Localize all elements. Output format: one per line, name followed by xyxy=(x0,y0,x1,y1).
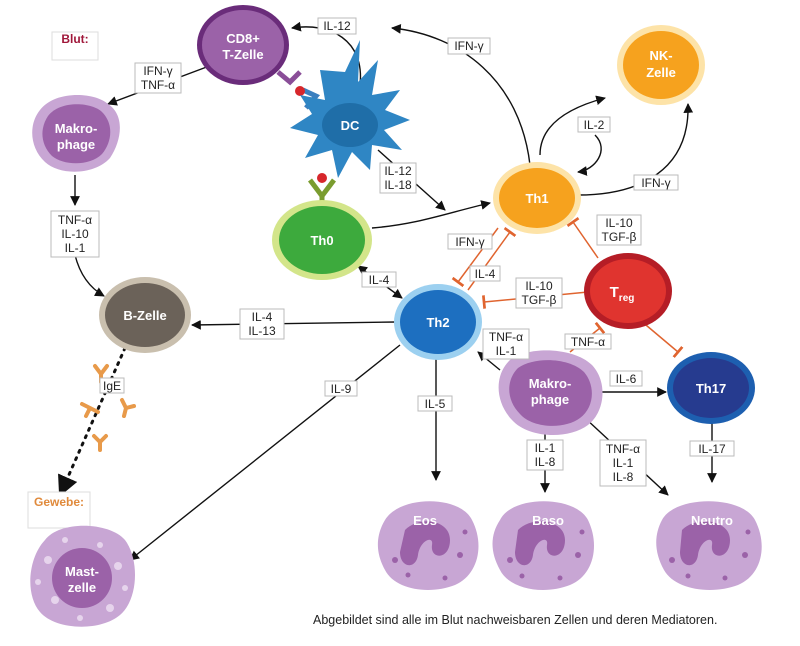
mediator-il4-th2-b: IL-4 xyxy=(252,310,273,324)
mediator-il13-th2-b: IL-13 xyxy=(248,324,276,338)
mediator-labels: IL-12 IFN-γ IFN-γ TNF-α TNF-α IL-10 IL-1… xyxy=(50,17,735,487)
b-cell-label: B-Zelle xyxy=(123,308,166,323)
mediator-il1-mac-baso: IL-1 xyxy=(535,441,556,455)
arrow-th2-to-bcell xyxy=(191,319,397,330)
mediator-tnfa-mac-b: TNF-α xyxy=(58,213,92,227)
mediator-tgfb-treg-th2: TGF-β xyxy=(522,293,557,307)
mediator-tnfa-mac-th2: TNF-α xyxy=(489,330,523,344)
treg-label-main: T xyxy=(610,284,619,301)
mediator-ige: IgE xyxy=(103,379,121,393)
macrophage-bottom-label-line1: Makro- xyxy=(529,376,572,391)
macrophage-top-label-line2: phage xyxy=(57,137,95,152)
th2-label: Th2 xyxy=(426,315,449,330)
cd8-label-line1: CD8+ xyxy=(226,31,260,46)
th0-cell: Th0 xyxy=(272,200,372,280)
nk-label-line1: NK- xyxy=(649,48,672,63)
treg-label-sub: reg xyxy=(619,293,635,304)
macrophage-top: Makro- phage xyxy=(32,94,120,172)
blood-section-label: Blut: xyxy=(61,32,88,46)
mediator-il12-dc-th1: IL-12 xyxy=(384,164,412,178)
mediator-il10-treg-th2: IL-10 xyxy=(525,279,553,293)
arrow-mac-to-th2 xyxy=(477,351,501,371)
mediator-il6: IL-6 xyxy=(616,372,637,386)
arrow-dc-to-cd8 xyxy=(291,21,362,86)
th17-cell: Th17 xyxy=(667,352,755,424)
treg-cell: Treg xyxy=(584,253,672,329)
ige-antibody-icons xyxy=(80,364,136,452)
dc-label: DC xyxy=(341,118,360,133)
basophil-cell: Baso xyxy=(492,501,594,590)
inhibit-treg-to-th1 xyxy=(566,217,599,259)
mediator-tgfb-treg-th1: TGF-β xyxy=(602,230,637,244)
treg-label: Treg xyxy=(610,284,635,304)
tissue-section-label: Gewebe: xyxy=(34,495,84,509)
mediator-il4-th0-th2: IL-4 xyxy=(369,273,390,287)
eosinophil-cell: Eos xyxy=(377,501,479,590)
macrophage-top-label-line1: Makro- xyxy=(55,121,98,136)
arrow-th0-to-th1 xyxy=(371,200,491,229)
nk-cell: NK- Zelle xyxy=(617,25,705,105)
mediator-il12-top: IL-12 xyxy=(323,19,351,33)
mediator-il1-mac-neutro: IL-1 xyxy=(613,456,634,470)
nk-label-line2: Zelle xyxy=(646,65,676,80)
th17-label: Th17 xyxy=(696,381,726,396)
mediator-il18-dc-th1: IL-18 xyxy=(384,178,412,192)
arrow-bcell-to-mast xyxy=(58,346,127,497)
mediator-il2: IL-2 xyxy=(584,118,605,132)
mediator-ifng-cd8-mac: IFN-γ xyxy=(143,64,172,78)
mediator-tnfa-mac-neutro: TNF-α xyxy=(606,442,640,456)
cd8-t-cell: CD8+ T-Zelle xyxy=(197,5,289,85)
mediator-ifng-th1-th2: IFN-γ xyxy=(455,235,484,249)
mediator-il9: IL-9 xyxy=(331,382,352,396)
eos-label: Eos xyxy=(413,513,437,528)
mast-cell: Mast- zelle xyxy=(30,525,136,627)
macrophage-bottom-label-line2: phage xyxy=(531,392,569,407)
th1-cell: Th1 xyxy=(493,162,581,234)
neutro-label: Neutro xyxy=(691,513,733,528)
arrow-th2-to-mast xyxy=(129,344,401,561)
b-cell: B-Zelle xyxy=(99,277,191,353)
th1-label: Th1 xyxy=(525,191,548,206)
mediator-il1-mac-b: IL-1 xyxy=(65,241,86,255)
neutrophil-cell: Neutro xyxy=(656,501,762,590)
mediator-il10-mac-b: IL-10 xyxy=(61,227,89,241)
th2-cell: Th2 xyxy=(394,284,482,360)
th0-label: Th0 xyxy=(310,233,333,248)
arrow-th1-to-cd8 xyxy=(391,24,531,166)
mediator-ifng-nk: IFN-γ xyxy=(641,176,670,190)
mast-label-line2: zelle xyxy=(68,580,96,595)
figure-caption: Abgebildet sind alle im Blut nachweisbar… xyxy=(313,613,717,627)
mediator-il1-mac-th2: IL-1 xyxy=(496,344,517,358)
mediator-ifng-top: IFN-γ xyxy=(454,39,483,53)
mediator-tnfa-mac-treg: TNF-α xyxy=(571,335,605,349)
mediator-il17: IL-17 xyxy=(698,442,726,456)
arrow-nk-to-th1 xyxy=(577,103,694,196)
mediator-il8-mac-neutro: IL-8 xyxy=(613,470,634,484)
mediator-tnfa-cd8-mac: TNF-α xyxy=(141,78,175,92)
dendritic-cell: DC xyxy=(290,40,410,178)
arrow-macrophage-to-bcell xyxy=(74,254,105,297)
cd8-label-line2: T-Zelle xyxy=(222,47,263,62)
mediator-il10-treg-th1: IL-10 xyxy=(605,216,633,230)
mediator-il5: IL-5 xyxy=(425,397,446,411)
arrow-th1-to-nk xyxy=(539,95,606,156)
mediator-il8-mac-baso: IL-8 xyxy=(535,455,556,469)
macrophage-bottom: Makro- phage xyxy=(498,350,603,436)
mediator-il4-th2-th1: IL-4 xyxy=(475,267,496,281)
arrow-il2-loop xyxy=(577,134,602,176)
mast-label-line1: Mast- xyxy=(65,564,99,579)
baso-label: Baso xyxy=(532,513,564,528)
